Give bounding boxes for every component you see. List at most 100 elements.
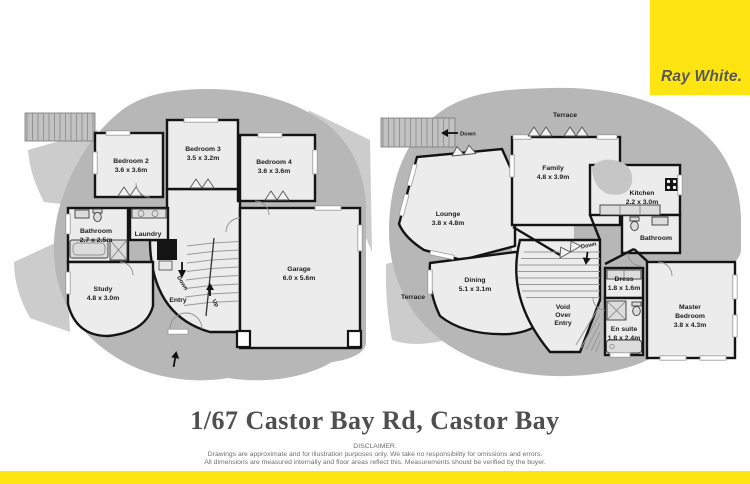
door-arc xyxy=(169,312,187,330)
casement-window-icon xyxy=(559,240,582,259)
room-bedroom-4 xyxy=(238,133,317,203)
vanity-icon xyxy=(651,216,669,226)
window xyxy=(732,274,738,300)
window xyxy=(312,149,318,175)
ground-wedge xyxy=(308,110,372,252)
casement-window-icon xyxy=(189,178,215,189)
dining-label: Dining xyxy=(464,277,485,284)
family-dims: 4.8 x 3.9m xyxy=(537,174,570,181)
pillar xyxy=(346,329,363,349)
up-arrow-icon xyxy=(206,283,214,296)
kitchen-dims: 2.2 x 3.0m xyxy=(626,199,659,206)
disclaimer-line2: All dimensions are measured internally a… xyxy=(204,458,546,466)
window xyxy=(732,314,738,338)
room-stairwell xyxy=(515,238,602,354)
disclaimer: DISCLAIMER. Drawings are approximate and… xyxy=(0,443,750,466)
laundry-tub-icon xyxy=(131,208,167,219)
door-arc xyxy=(225,217,241,233)
cupboard xyxy=(158,260,173,271)
door-arc xyxy=(254,200,270,216)
window xyxy=(609,352,631,358)
window xyxy=(92,151,98,175)
window xyxy=(257,132,283,138)
window xyxy=(659,355,687,361)
window xyxy=(509,154,515,178)
bathroom-label: Bathroom xyxy=(80,228,112,235)
bathroom-upper-label: Bathroom xyxy=(640,235,672,242)
wall xyxy=(604,247,635,266)
ensuite-label: En suite xyxy=(611,326,638,333)
garage-label: Garage xyxy=(287,266,311,273)
study-label: Study xyxy=(94,286,113,293)
dress-label: Dress xyxy=(615,276,634,283)
fireplace xyxy=(157,239,177,260)
room-garage xyxy=(238,206,362,350)
dress-dims: 1.8 x 1.6m xyxy=(608,285,641,292)
void-label-2: Over xyxy=(555,312,571,319)
disclaimer-heading: DISCLAIMER. xyxy=(353,443,397,450)
laundry-label: Laundry xyxy=(135,231,162,238)
wardrobe xyxy=(606,269,642,280)
stairs-up-label: Up xyxy=(210,299,219,309)
deck-stairs xyxy=(24,112,96,142)
stove-icon xyxy=(665,178,678,191)
bedroom3-label: Bedroom 3 xyxy=(185,146,221,153)
floor-plan-lower: Bedroom 2 3.6 x 3.6m Bedroom 3 3.5 x 3.2… xyxy=(14,89,372,381)
toilet-icon xyxy=(92,208,103,223)
shower-icon xyxy=(109,239,128,261)
dining-dims: 5.1 x 3.1m xyxy=(459,286,492,293)
ray-white-logo-text: Ray White. xyxy=(661,68,743,85)
kitchen-bench xyxy=(599,204,661,216)
garage-dims: 6.0 x 5.6m xyxy=(283,275,316,282)
family-label: Family xyxy=(542,165,564,172)
bedroom4-dims: 3.6 x 3.6m xyxy=(258,168,291,175)
window xyxy=(596,134,618,140)
bottom-brand-bar xyxy=(0,471,750,484)
deck-down-arrow-icon xyxy=(441,129,458,137)
entry-label: Entry xyxy=(169,297,187,304)
door-arc xyxy=(135,182,151,198)
bedroom3-dims: 3.5 x 3.2m xyxy=(187,155,220,162)
room-bedroom-3 xyxy=(165,118,240,191)
room-study xyxy=(66,260,155,338)
pillar xyxy=(235,329,252,349)
room-master-bedroom xyxy=(645,260,737,360)
lounge-dims: 3.8 x 4.8m xyxy=(432,220,465,227)
wall xyxy=(512,225,561,257)
window xyxy=(512,134,532,140)
door-arc xyxy=(657,261,673,277)
kitchen-island xyxy=(592,159,633,195)
wall xyxy=(588,214,602,241)
kitchen-label: Kitchen xyxy=(630,190,655,197)
window xyxy=(427,269,433,295)
bathroom-dims: 2.7 x 2.5m xyxy=(80,237,113,244)
casement-window-icon xyxy=(527,126,553,137)
window xyxy=(699,355,727,361)
window xyxy=(183,117,219,123)
ray-white-logo: Ray White. xyxy=(650,0,750,95)
vanity-icon xyxy=(74,209,90,219)
stairs-down-label: Down xyxy=(580,241,597,250)
wall xyxy=(633,248,649,263)
door-arc xyxy=(119,261,134,276)
window xyxy=(677,174,683,196)
lounge-label: Lounge xyxy=(436,211,461,218)
floor-plan-upper: Terrace Down Family 4.8 x 3.9m Kitchen 2… xyxy=(380,87,741,377)
bedroom2-label: Bedroom 2 xyxy=(113,158,149,165)
entry-arrow-icon xyxy=(171,351,180,368)
window xyxy=(429,249,455,261)
room-bedroom-2 xyxy=(93,131,165,199)
toilet-icon xyxy=(631,301,642,317)
master-dims: 3.8 x 4.3m xyxy=(674,322,707,329)
void-label-1: Void xyxy=(556,304,570,311)
window xyxy=(105,130,131,136)
bedroom4-label: Bedroom 4 xyxy=(256,159,292,166)
toilet-icon xyxy=(629,216,640,232)
disclaimer-line1: Drawings are approximate and for illustr… xyxy=(207,450,543,458)
ensuite-dims: 1.8 x 2.4m xyxy=(608,335,641,342)
casement-window-icon xyxy=(563,126,589,137)
casement-window-icon xyxy=(451,144,477,157)
door-arc xyxy=(592,297,606,311)
